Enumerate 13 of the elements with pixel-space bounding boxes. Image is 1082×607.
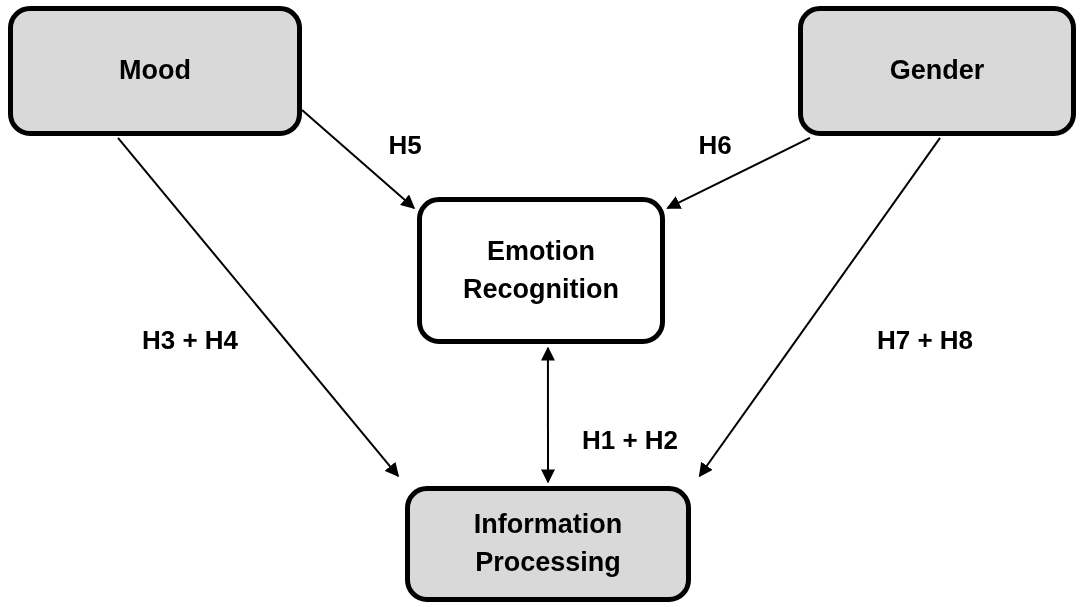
rounded-box: [798, 6, 1076, 136]
node-label: Mood: [118, 54, 192, 88]
node-label: Gender: [888, 54, 986, 88]
arrow: [698, 136, 942, 478]
node-label: Information Processing: [472, 508, 624, 579]
arrow: [666, 136, 811, 209]
arrow: [116, 136, 400, 478]
arrow: [540, 346, 555, 484]
rounded-box: [417, 197, 665, 344]
rounded-box: [405, 486, 691, 602]
arrow: [301, 109, 416, 209]
node-label: Emotion Recognition: [462, 234, 620, 306]
rounded-box: [8, 6, 302, 136]
